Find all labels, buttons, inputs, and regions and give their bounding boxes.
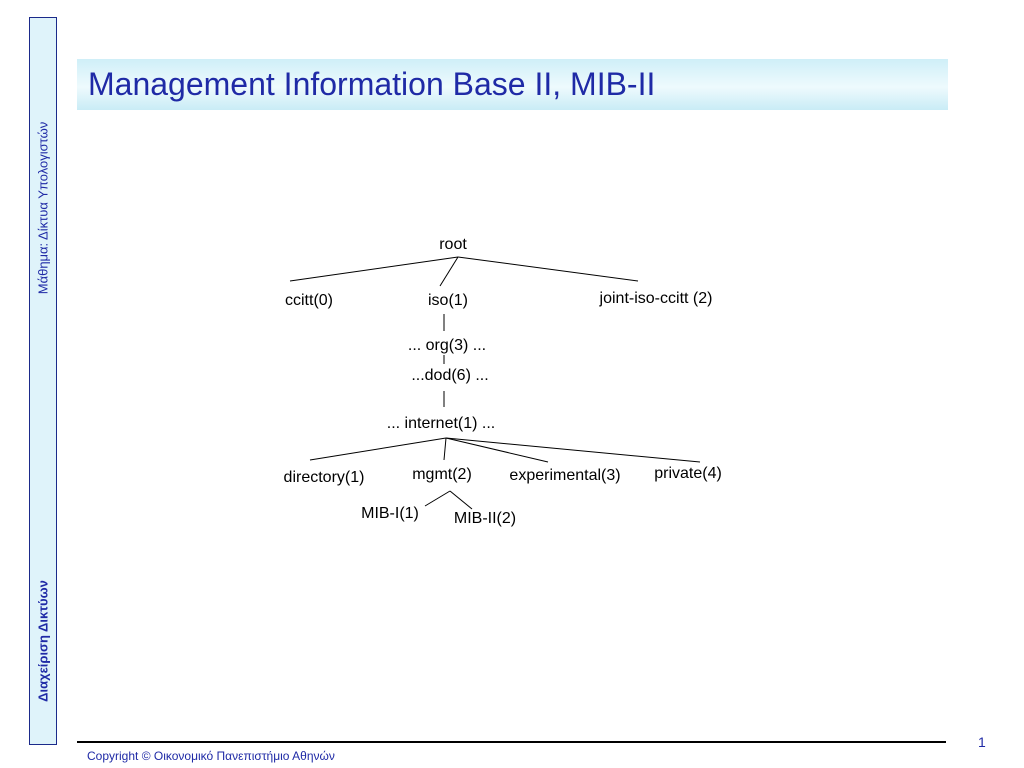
page-number: 1 xyxy=(978,734,986,750)
node-mib-ii: MIB-II(2) xyxy=(453,510,517,527)
node-mgmt: mgmt(2) xyxy=(412,466,472,483)
node-directory: directory(1) xyxy=(283,469,365,486)
node-experimental: experimental(3) xyxy=(509,467,621,484)
edge-root-iso xyxy=(439,256,459,287)
edge-internet-mgmt xyxy=(443,437,447,461)
edge-mgmt-mib1 xyxy=(424,490,451,507)
copyright-text: Copyright © Οικονομικό Πανεπιστήμιο Αθην… xyxy=(87,749,335,763)
node-root: root xyxy=(439,236,467,253)
edge-root-joint xyxy=(457,256,639,282)
sidebar: Μάθημα: Δίκτυα Υπολογιστών Διαχείριση Δι… xyxy=(29,17,57,745)
edge-internet-directory xyxy=(309,437,447,461)
edge-mgmt-mib2 xyxy=(449,490,473,510)
title-band xyxy=(77,59,948,110)
node-private: private(4) xyxy=(654,465,722,482)
node-iso: iso(1) xyxy=(427,292,469,309)
edge-internet-experimental xyxy=(445,437,549,463)
edge-internet-private xyxy=(445,437,701,463)
node-ccitt: ccitt(0) xyxy=(285,292,333,309)
node-dod: ...dod(6) ... xyxy=(411,367,489,384)
footer-rule xyxy=(77,741,946,743)
node-org: ... org(3) ... xyxy=(407,337,487,354)
edge-root-ccitt xyxy=(289,256,459,282)
node-joint-iso-ccitt: joint-iso-ccitt (2) xyxy=(599,290,713,307)
node-internet: ... internet(1) ... xyxy=(386,415,496,432)
node-mib-i: MIB-I(1) xyxy=(361,505,419,522)
slide-title: Management Information Base II, MIB-II xyxy=(88,66,656,102)
